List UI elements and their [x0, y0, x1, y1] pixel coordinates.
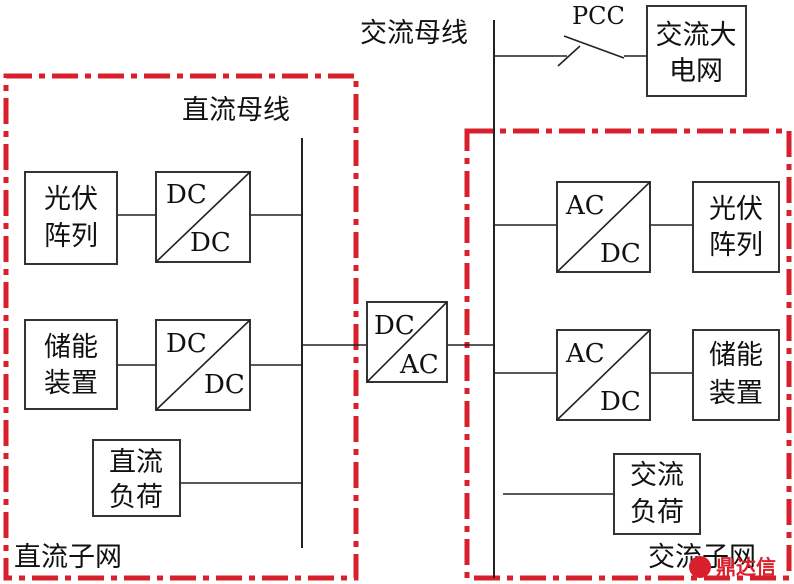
- dc-subnet-boundary: [3, 73, 359, 581]
- ac-pv-converter-bottom: DC: [600, 239, 641, 269]
- ac-pv-array-box: [692, 181, 780, 273]
- main-grid-label-1: 交流大: [656, 20, 737, 51]
- dc-pv-converter-bottom: DC: [190, 228, 231, 258]
- dc-storage-converter-diagonal: [155, 319, 251, 411]
- pcc-label: PCC: [572, 2, 625, 30]
- ac-pv-converter-diagonal: [556, 181, 651, 273]
- ac-pv-label-2: 阵列: [709, 230, 763, 261]
- ac-storage-label-2: 装置: [709, 378, 763, 409]
- ac-pv-label-1: 光伏: [709, 194, 763, 225]
- watermark-text: 鼎达信: [716, 555, 776, 579]
- dc-pv-label-2: 阵列: [44, 221, 98, 252]
- interlink-converter-diagonal: [366, 301, 448, 383]
- dc-pv-array-box: [24, 171, 118, 265]
- ac-subnet-boundary: [464, 128, 792, 581]
- ac-pv-converter-top: AC: [565, 191, 605, 221]
- ac-load-label-1: 交流: [630, 460, 684, 491]
- dc-storage-label-1: 储能: [44, 332, 98, 363]
- ac-storage-converter-diagonal: [556, 329, 651, 421]
- interlink-converter-top: DC: [374, 311, 415, 341]
- dc-storage-converter-top: DC: [166, 329, 207, 359]
- dc-load-label-2: 负荷: [109, 482, 163, 513]
- dc-bus-label: 直流母线: [182, 95, 290, 126]
- ac-storage-converter-bottom: DC: [600, 387, 641, 417]
- dc-storage-box: [24, 319, 118, 410]
- ac-load-box: [613, 453, 701, 535]
- main-grid-box: [646, 5, 747, 97]
- dc-load-label-1: 直流: [109, 447, 163, 478]
- dc-load-box: [92, 439, 181, 517]
- dc-storage-converter-bottom: DC: [204, 370, 245, 400]
- watermark-emblem-icon: [689, 556, 711, 578]
- dc-pv-converter-top: DC: [166, 180, 207, 210]
- ac-load-label-2: 负荷: [630, 497, 684, 528]
- main-grid-label-2: 电网: [669, 56, 723, 87]
- dc-pv-label-1: 光伏: [44, 184, 98, 215]
- ac-storage-box: [692, 329, 780, 421]
- dc-subnet-label: 直流子网: [14, 542, 122, 573]
- interlink-converter-bottom: AC: [399, 350, 439, 380]
- ac-storage-converter-top: AC: [565, 339, 605, 369]
- ac-bus-label: 交流母线: [360, 18, 468, 49]
- open-switch-icon: [557, 35, 625, 67]
- dc-pv-converter-diagonal: [155, 171, 251, 263]
- watermark-logo: 鼎达信: [689, 555, 776, 579]
- dc-storage-label-2: 装置: [44, 368, 98, 399]
- ac-storage-label-1: 储能: [709, 340, 763, 371]
